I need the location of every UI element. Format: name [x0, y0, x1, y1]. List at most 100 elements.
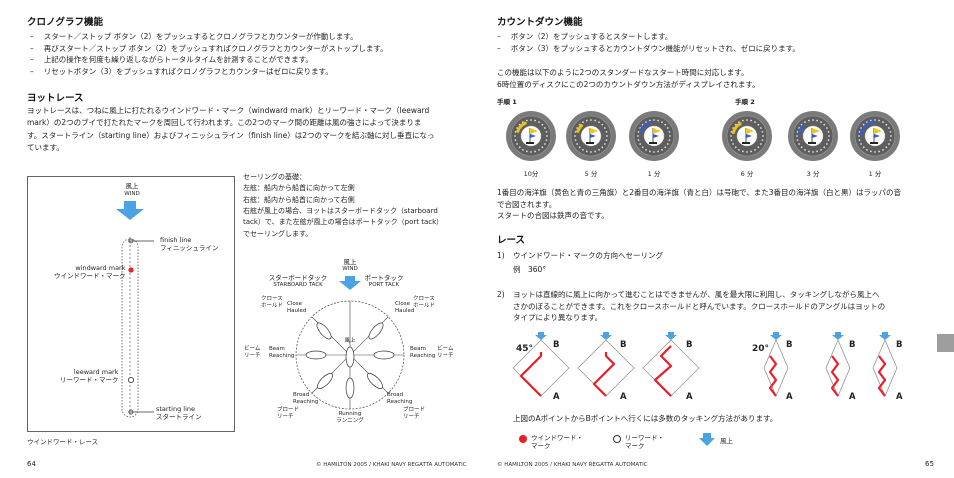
point-a-label: A: [553, 392, 560, 402]
close-hauled-left-jp: クロースホールド: [261, 296, 284, 309]
countdown-dial-icon: [722, 111, 772, 161]
wind-arrow-icon: [339, 276, 361, 290]
footer-right: © HAMILTON 2005 / KHAKI NAVY REGATTA AUT…: [497, 462, 648, 468]
race-item-1: ウインドワード・マークの方向へセーリング: [513, 251, 663, 260]
race-diagram-caption: ウインドワード・レース: [27, 438, 99, 446]
chrono-list: –スタート／ストップ ボタン（2）をプッシュするとクロノグラフとカウンターが作動…: [30, 31, 388, 78]
countdown-dials: [506, 111, 900, 161]
point-a-label: A: [849, 392, 856, 402]
points-of-sail-diagram: 風上 WIND スターボードタック STARBOARD TACK ポートタック …: [244, 258, 467, 430]
wind-label-en: WIND: [124, 191, 140, 197]
procedure-2-label: 手順 2: [735, 98, 755, 106]
countdown-title: カウントダウン機能: [497, 17, 583, 28]
compass-wind-en: WIND: [342, 266, 358, 272]
countdown-dial-icon: [566, 111, 616, 161]
starboard-tack-jp: スターボードタック: [268, 274, 328, 282]
page-number-left: 64: [27, 460, 36, 468]
starboard-tack-en: STARBOARD TACK: [273, 282, 323, 288]
compass-drawing: [295, 276, 405, 410]
compass-center-label: 風上: [344, 338, 356, 344]
tacking-envelope: [825, 339, 851, 397]
tacking-caption: 上図のAポイントからBポイントへ行くには多数のタッキング方法があります。: [513, 414, 778, 423]
list-item: –ボタン（3）をプッシュするとカウントダウン機能がリセットされ、ゼロに戻ります。: [497, 43, 800, 53]
chrono-title: クロノグラフ機能: [27, 17, 104, 28]
point-b-label: B: [896, 340, 903, 350]
list-item: –リセットボタン（3）をプッシュすればクロノグラフとカウンターはゼロに戻ります。: [30, 66, 333, 76]
race-item-1-num: 1): [497, 251, 505, 260]
list-item: –再びスタート／ストップ ボタン（2）をプッシュすればクロノグラフとカウンターが…: [30, 43, 388, 53]
sailing-basics: セーリングの基礎： 左舷：船内から船首に向かって左側 右舷：船内から船首に向かっ…: [243, 173, 444, 238]
race-item-2-num: 2): [497, 290, 505, 299]
point-a-label: A: [786, 392, 793, 402]
point-b-label: B: [686, 340, 693, 350]
boat-icons: [305, 322, 395, 399]
point-a-label: A: [620, 392, 627, 402]
dial-label: 5 分: [584, 170, 598, 178]
point-b-label: B: [786, 340, 793, 350]
wind-arrow-icon: [832, 332, 844, 340]
countdown-list: –ボタン（2）をプッシュするとスタートします。 –ボタン（3）をプッシュするとカ…: [497, 31, 800, 54]
page-number-right: 65: [925, 460, 934, 468]
tacking-diagram-20: [872, 332, 898, 397]
yacht-title: ヨットレース: [27, 93, 84, 104]
port-tack-en: PORT TACK: [368, 282, 400, 288]
dial-label: 1 分: [647, 170, 661, 178]
wind-arrow-icon: [665, 332, 677, 340]
legend-leeward: リーワード・マーク: [625, 434, 664, 451]
point-b-label: B: [620, 340, 627, 350]
countdown-dial-icon: [850, 111, 900, 161]
point-a-label: A: [896, 392, 903, 402]
angle-20: 20°: [752, 344, 770, 354]
broad-reach-left-jp: ブロードリーチ: [277, 407, 300, 420]
flag-note: 1番目の海洋旗（黄色と青の三角旗）と2番目の海洋旗（青と白）は号砲で、また3番目…: [497, 188, 902, 221]
windward-mark-icon: [128, 267, 134, 273]
wind-arrow-icon: [600, 332, 612, 340]
compass-wind-jp: 風上: [343, 258, 357, 266]
tacking-diagram-20: [763, 332, 789, 397]
tacking-diagram-20: [825, 332, 851, 397]
legend-wind: 風上: [720, 437, 733, 445]
wind-arrow-icon: [879, 332, 891, 340]
footer-left: © HAMILTON 2005 / KHAKI NAVY REGATTA AUT…: [316, 462, 467, 468]
tacking-diagram-45: [577, 332, 635, 397]
procedure-1-label: 手順 1: [497, 98, 517, 106]
tacking-diagram-45: [512, 332, 570, 397]
yacht-paragraph: ヨットレースは、つねに風上に打たれるウインドワード・マーク（windward m…: [27, 106, 435, 153]
countdown-dial-icon: [506, 111, 556, 161]
leeward-mark-icon: [128, 376, 135, 383]
broad-reach-right-jp: ブロードリーチ: [403, 407, 426, 420]
dial-label: 10分: [523, 170, 539, 178]
countdown-dial-icon: [629, 111, 679, 161]
tacking-diagram-45: [642, 332, 700, 397]
dial-label: 3 分: [806, 170, 820, 178]
leeward-mark-icon: [613, 435, 621, 443]
wind-arrow-icon: [116, 201, 144, 220]
point-b-label: B: [849, 340, 856, 350]
race-item-1-example: 例 360°: [513, 265, 547, 274]
beam-reach-right-jp: ビームリーチ: [437, 346, 454, 359]
countdown-intro: この機能は以下のように2つのスタンダードなスタート時間に対応します。 6時位置の…: [497, 68, 760, 89]
race-course-drawing: [116, 201, 154, 418]
tacking-diagrams: [512, 332, 898, 397]
list-item: –上記の操作を何度も繰り返しながらトータルタイムを計測することができます。: [30, 55, 313, 65]
windward-mark-icon: [519, 435, 527, 443]
race-title: レース: [497, 235, 526, 246]
angle-45: 45°: [516, 344, 534, 354]
countdown-dial-icon: [788, 111, 838, 161]
tacking-envelope: [872, 339, 898, 397]
point-b-label: B: [553, 340, 560, 350]
dial-label: 6 分: [740, 170, 754, 178]
race-item-2: ヨットは直線的に風上に向かって進むことはできませんが、風を最大限に利用し、タッキ…: [513, 290, 886, 323]
dial-label: 1 分: [868, 170, 882, 178]
